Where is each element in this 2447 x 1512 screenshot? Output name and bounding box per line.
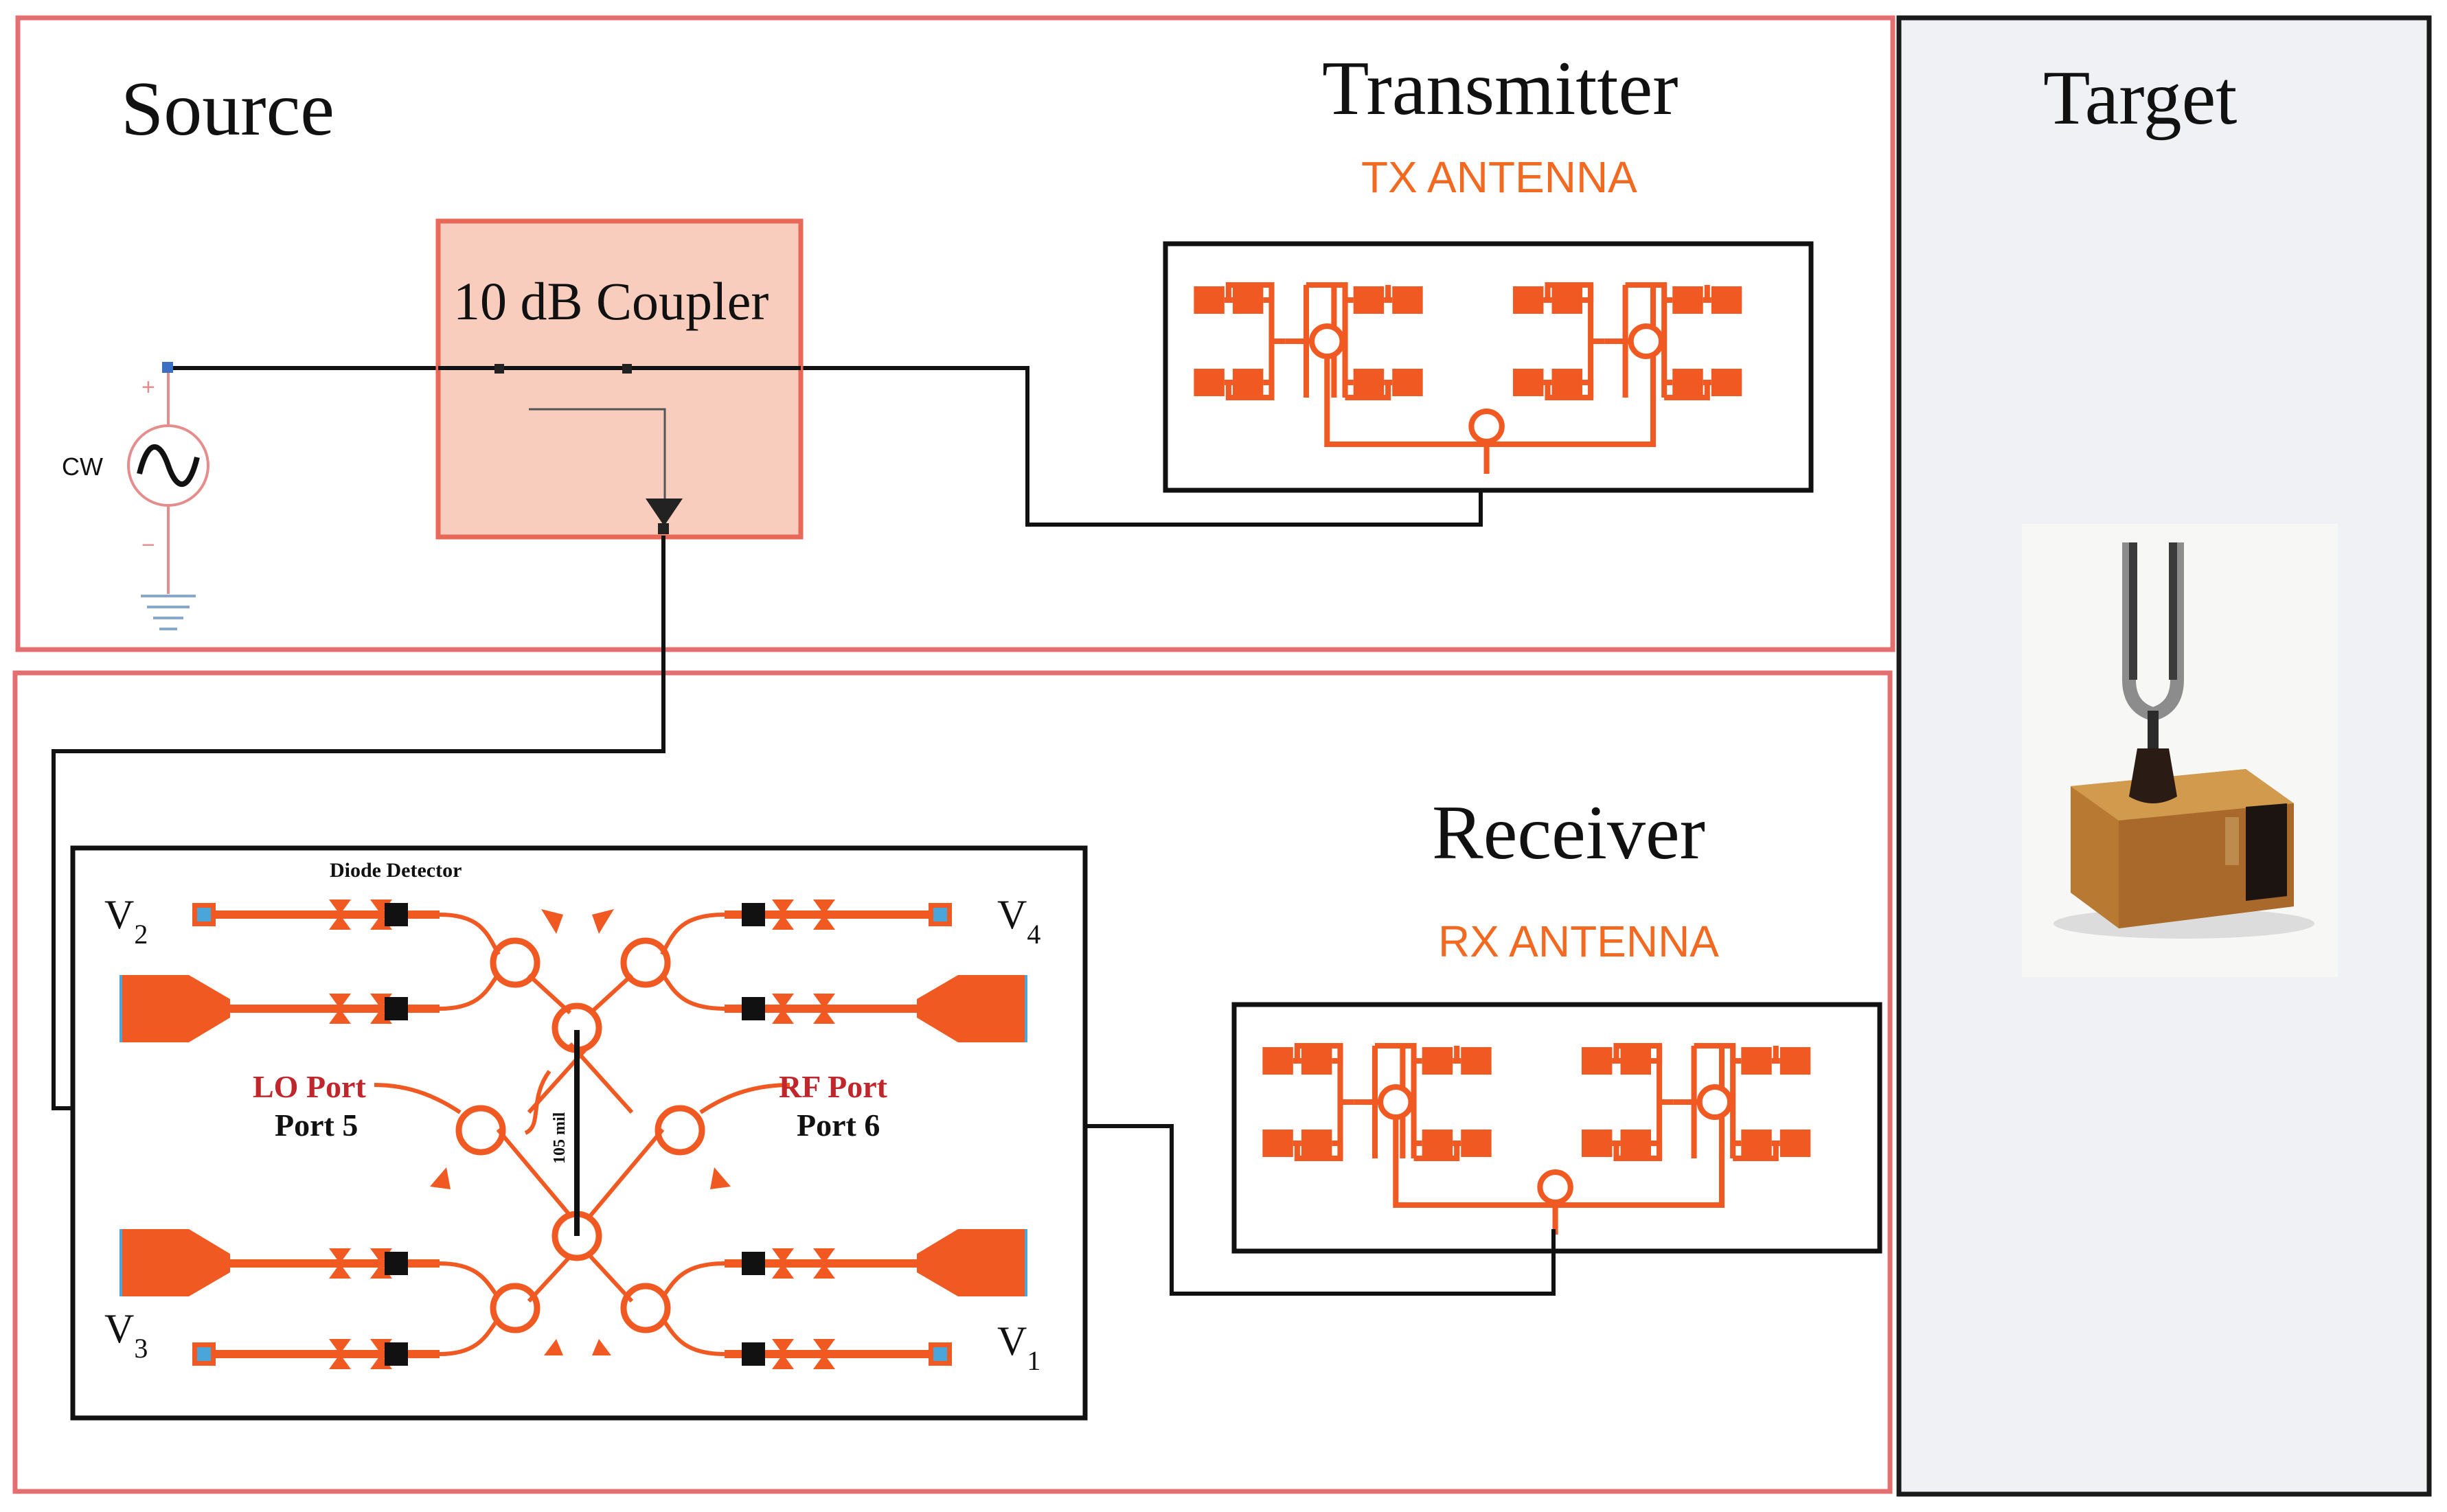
source-title: Source	[121, 67, 334, 152]
ground-icon	[141, 595, 196, 630]
dimension-label: 105 mil	[551, 1112, 569, 1164]
source-transmitter-frame	[15, 15, 1896, 652]
tx-antenna-label: TX ANTENNA	[1361, 152, 1637, 202]
v2-label: V2	[104, 892, 148, 950]
cw-minus: −	[141, 532, 155, 558]
six-port-receiver: 105 mil Diode Detector V2 V4 V3 V1 LO Po…	[70, 845, 1088, 1421]
rx-antenna	[1231, 1002, 1882, 1254]
transmitter-title: Transmitter	[1322, 46, 1678, 131]
tx-antenna	[1163, 241, 1814, 493]
diode-detector-label: Diode Detector	[330, 859, 462, 882]
tuning-fork-icon	[2022, 524, 2338, 977]
rx-antenna-label: RX ANTENNA	[1438, 917, 1719, 966]
v1-label: V1	[997, 1318, 1040, 1376]
port6-label: Port 6	[797, 1108, 880, 1143]
lo-port-label: LO Port	[253, 1069, 366, 1104]
receiver-frame	[12, 670, 1893, 1494]
target-title: Target	[2043, 56, 2237, 141]
coupler-block: 10 dB Coupler	[435, 218, 804, 540]
sine-source-icon	[137, 444, 200, 488]
coupler-label: 10 dB Coupler	[453, 271, 769, 331]
cw-source: + − CW	[62, 362, 209, 630]
receiver-title: Receiver	[1432, 790, 1705, 875]
cw-label: CW	[62, 453, 103, 481]
source-terminal	[162, 362, 173, 373]
v4-label: V4	[997, 892, 1040, 950]
port5-label: Port 5	[275, 1108, 358, 1143]
cw-plus: +	[141, 374, 155, 400]
v3-label: V3	[104, 1306, 148, 1364]
rf-port-label: RF Port	[779, 1069, 888, 1104]
